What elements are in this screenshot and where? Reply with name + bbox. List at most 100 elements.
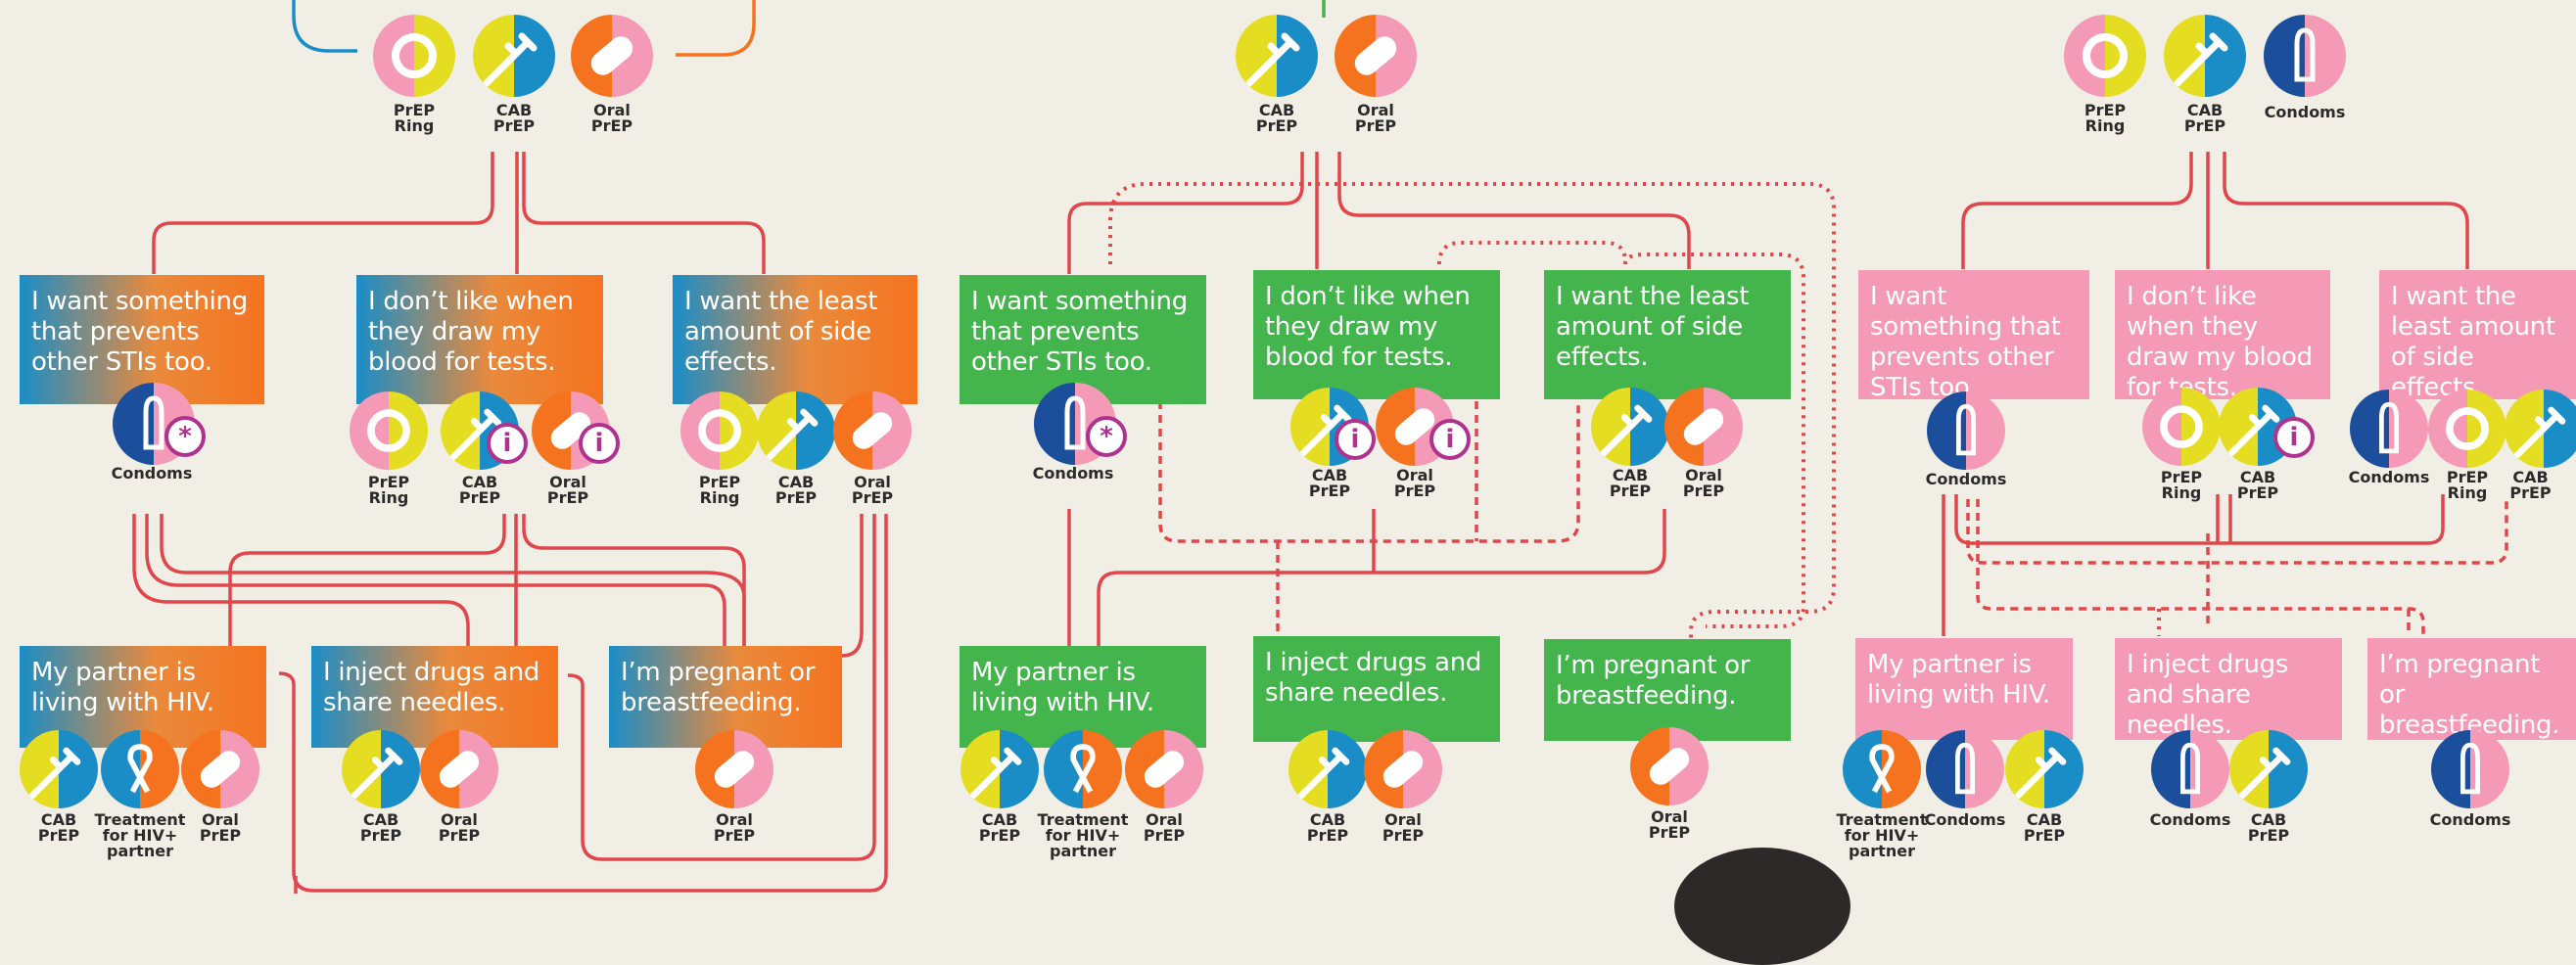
oral-prep-icon	[1630, 727, 1709, 805]
info-badge: i	[487, 423, 528, 464]
oral-prep-icon	[181, 730, 259, 808]
reason-side-effects: I want the least amount of side effects.	[673, 275, 917, 404]
connector-lines	[132, 0, 2508, 894]
prep-ring-icon	[2064, 15, 2146, 97]
condoms-label: Condoms	[1032, 464, 1114, 482]
reason-inject-drugs: I inject drugs and share needles.	[311, 646, 558, 748]
prep-ring-icon	[373, 15, 455, 97]
sti-badge: *	[164, 416, 206, 457]
cab-prep-icon	[342, 730, 420, 808]
reason-pregnant: I’m pregnant or breastfeeding.	[1544, 639, 1791, 741]
condoms-icon	[2264, 15, 2346, 97]
info-badge: i	[1429, 419, 1471, 460]
info-badge: i	[1335, 419, 1376, 460]
ribbon-icon	[101, 730, 179, 808]
cab-prep-icon	[20, 730, 98, 808]
reason-sti: I want something that prevents other STI…	[20, 275, 264, 404]
condoms-label: Condoms	[2429, 810, 2511, 829]
condoms-label: Condoms	[2348, 468, 2430, 486]
condoms-icon	[2431, 730, 2509, 808]
oral-prep-icon	[571, 15, 653, 97]
condoms-icon	[1927, 391, 2005, 470]
prep-ring-icon	[680, 391, 759, 470]
prep-ring-icon	[2142, 388, 2221, 466]
oral-prep-icon	[1664, 388, 1743, 466]
condoms-label: Condoms	[1924, 810, 2006, 829]
reason-pregnant: I’m pregnant or breastfeeding.	[2367, 638, 2576, 740]
condoms-label: Condoms	[2264, 103, 2346, 121]
condoms-icon	[2350, 390, 2428, 468]
ribbon-icon	[1843, 730, 1921, 808]
prep-ring-icon	[350, 391, 428, 470]
person-photo	[1674, 848, 1850, 965]
oral-prep-icon	[1335, 15, 1417, 97]
oral-prep-icon	[833, 391, 912, 470]
reason-inject-drugs: I inject drugs and share needles.	[1253, 636, 1500, 742]
oral-prep-icon	[420, 730, 498, 808]
cab-prep-icon	[473, 15, 555, 97]
oral-prep-icon	[1364, 730, 1442, 808]
condoms-icon	[1926, 730, 2004, 808]
cab-prep-icon	[2505, 390, 2576, 468]
reason-blood: I don’t like when they draw my blood for…	[356, 275, 603, 404]
cab-prep-icon	[2164, 15, 2246, 97]
reason-inject-drugs: I inject drugs and share needles.	[2115, 638, 2342, 740]
reason-side-effects: I want the least amount of side effects.	[1544, 270, 1791, 399]
sti-badge: *	[1086, 416, 1127, 457]
oral-prep-icon	[1125, 730, 1203, 808]
info-badge: i	[579, 423, 620, 464]
cab-prep-icon	[1288, 730, 1367, 808]
cab-prep-icon	[1236, 15, 1318, 97]
reason-blood: I don’t like when they draw my blood for…	[2115, 270, 2330, 402]
reason-pregnant: I’m pregnant or breastfeeding.	[609, 646, 842, 748]
ribbon-icon	[1044, 730, 1122, 808]
condoms-label: Condoms	[1925, 470, 2007, 488]
reason-sti: I want something that prevents other STI…	[960, 275, 1206, 404]
cab-prep-icon	[2005, 730, 2084, 808]
condoms-label: Condoms	[2149, 810, 2231, 829]
oral-prep-icon	[695, 730, 773, 808]
reason-side-effects: I want the least amount of side effects.	[2379, 270, 2576, 402]
condoms-label: Condoms	[111, 464, 193, 482]
cab-prep-icon	[960, 730, 1039, 808]
info-badge: i	[2273, 417, 2315, 458]
cab-prep-icon	[757, 391, 835, 470]
cab-prep-icon	[2229, 730, 2308, 808]
condoms-icon	[2151, 730, 2229, 808]
prep-ring-icon	[2428, 390, 2506, 468]
